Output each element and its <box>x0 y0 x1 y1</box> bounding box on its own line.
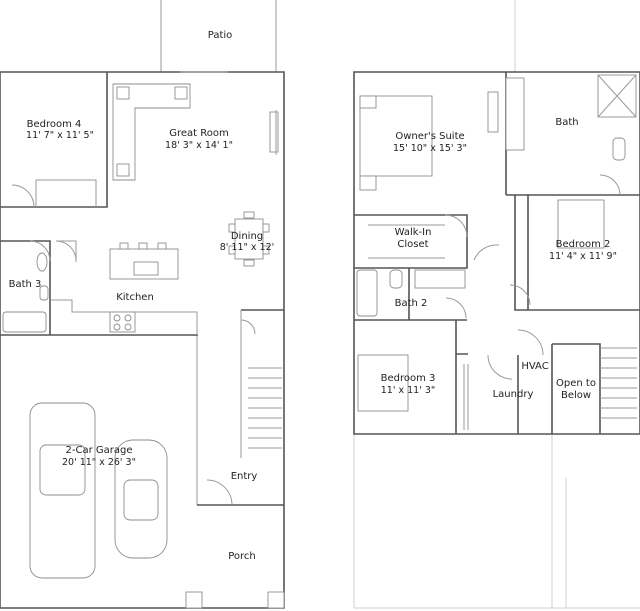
bedroom4-door-swing <box>11 184 35 208</box>
sectional-sofa <box>112 83 191 181</box>
bath3-walls <box>0 240 51 335</box>
bath3-label: Bath 3 <box>9 279 42 290</box>
laundry-walls <box>517 343 601 434</box>
closet-door <box>444 214 468 238</box>
patio-outline <box>160 0 277 72</box>
owners-bed <box>359 95 433 177</box>
bedroom4-dimensions: 11' 7" x 11' 5" <box>26 130 94 141</box>
open-to-below-line1: Open to <box>556 378 596 389</box>
great-room-label: Great Room <box>169 128 229 139</box>
entry-label: Entry <box>231 471 258 482</box>
shower-mark <box>597 74 637 118</box>
owners-suite-label: Owner's Suite <box>395 131 464 142</box>
owners-suite-dimensions: 15' 10" x 15' 3" <box>393 143 467 154</box>
bath3-tub <box>2 311 47 333</box>
stair-treads <box>248 367 282 449</box>
nightstand-1 <box>359 95 377 109</box>
kitchen-label: Kitchen <box>116 292 154 303</box>
kitchen-sink <box>133 261 159 276</box>
nightstand-2 <box>359 175 377 191</box>
walk-in-label-line2: Closet <box>397 239 428 250</box>
second-floor-exterior-wall <box>353 71 640 435</box>
bath3-sink <box>36 252 48 272</box>
laundry-door <box>487 354 513 380</box>
walk-in-label-line1: Walk-In <box>395 227 432 238</box>
bedroom3-label: Bedroom 3 <box>381 373 436 384</box>
kitchen-stools <box>119 242 167 250</box>
porch-label: Porch <box>228 551 256 562</box>
bedroom2-door <box>473 244 531 306</box>
bedroom4-label: Bedroom 4 <box>27 119 82 130</box>
bedroom4-closet <box>35 179 97 207</box>
side-table-2 <box>174 86 188 100</box>
porch-post-2 <box>267 591 285 609</box>
closet-door-swing <box>240 319 256 335</box>
bath2-vanity <box>414 269 466 289</box>
side-table-3 <box>116 163 130 177</box>
cooktop <box>109 311 136 333</box>
open-to-below-rail <box>600 347 637 419</box>
second-floor-plan <box>353 0 640 609</box>
bedroom2-label: Bedroom 2 <box>556 239 611 250</box>
entry-door-swing <box>206 479 233 506</box>
bath2-label: Bath 2 <box>395 298 428 309</box>
closet-rods <box>368 224 445 259</box>
bedroom3-walls <box>455 320 468 434</box>
lower-level-outline <box>353 0 640 609</box>
closet-walls <box>354 214 468 269</box>
laundry-label: Laundry <box>493 389 534 400</box>
patio-label: Patio <box>208 30 233 41</box>
bedroom2-bed <box>557 199 605 249</box>
porch-post-1 <box>185 591 203 609</box>
bath3-door-swing <box>29 240 51 262</box>
bath2-walls <box>354 268 467 321</box>
dining-chairs <box>228 211 270 267</box>
owners-toilet <box>612 137 626 161</box>
great-room-dimensions: 18' 3" x 14' 1" <box>165 140 233 151</box>
side-table-1 <box>116 86 130 100</box>
dining-label: Dining <box>231 231 263 242</box>
bedroom3-closet <box>463 364 469 430</box>
cooktop-burners <box>113 314 132 331</box>
kitchen-counter <box>50 299 198 335</box>
bedroom2-dimensions: 11' 4" x 11' 9" <box>549 251 617 262</box>
pantry-door <box>55 240 77 263</box>
hvac-label: HVAC <box>521 361 548 372</box>
bath2-toilet <box>389 269 403 289</box>
bedroom3-bed <box>357 354 409 412</box>
car-2-roof <box>123 479 159 521</box>
garage-label: 2-Car Garage <box>66 445 133 456</box>
open-to-below-line2: Below <box>561 390 591 401</box>
owners-bath-door <box>599 174 621 196</box>
first-floor-plan <box>0 0 285 609</box>
car-1-roof <box>39 444 86 496</box>
fireplace <box>269 111 279 153</box>
bath2-tub <box>356 269 378 317</box>
dining-dimensions: 8' 11" x 12' <box>220 242 275 253</box>
dining-table <box>234 218 264 260</box>
bedroom3-dimensions: 11' x 11' 3" <box>381 385 436 396</box>
bath2-door <box>445 297 467 319</box>
dresser <box>487 91 499 133</box>
garage-dimensions: 20' 11" x 26' 3" <box>62 457 136 468</box>
garage-kitchen-wall <box>0 334 198 336</box>
bath3-toilet <box>39 285 49 301</box>
bedroom2-walls <box>514 195 640 311</box>
owners-bath-label: Bath <box>555 117 578 128</box>
vanity <box>505 77 525 151</box>
hvac-door <box>517 329 544 356</box>
